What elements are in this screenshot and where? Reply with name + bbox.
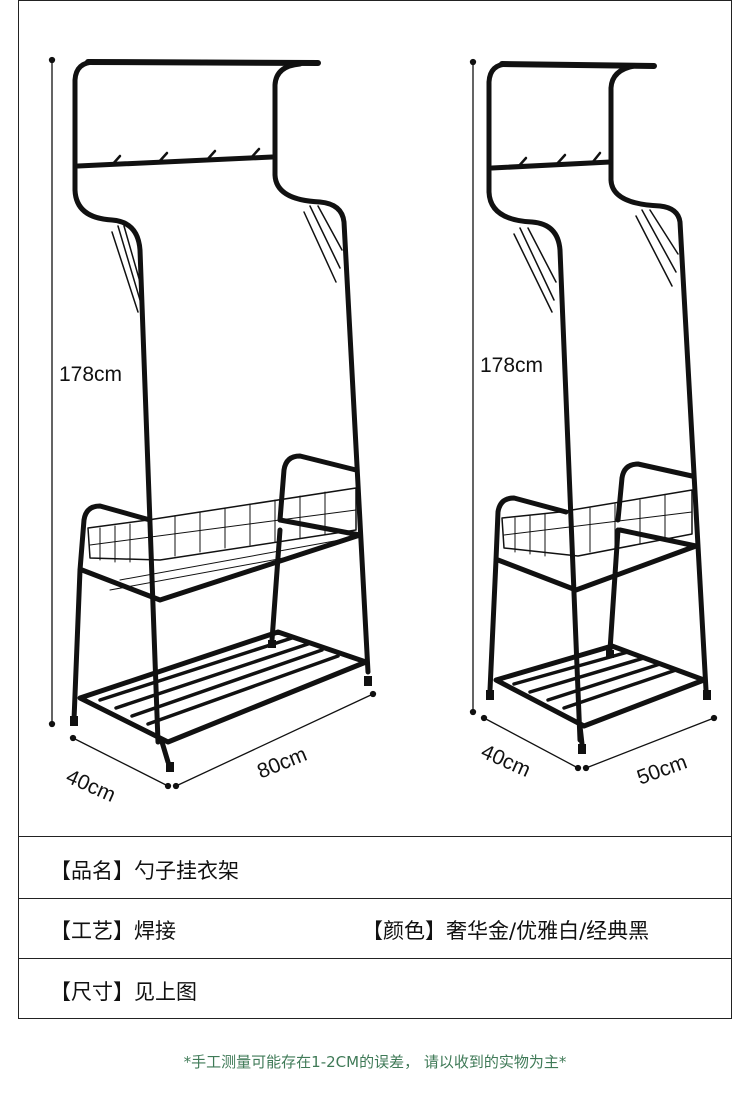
right-height-dimension-line [469,58,477,716]
right-height-label: 178cm [480,354,544,377]
table-divider-row2 [18,958,732,959]
name-value: 勺子挂衣架 [134,859,239,883]
spec-row-color: 【颜色】奢华金/优雅白/经典黑 [362,915,649,945]
spec-row-craft: 【工艺】焊接 [50,915,176,945]
table-divider-top [18,836,732,837]
right-depth-dimension-line [480,714,582,772]
craft-value: 焊接 [134,919,176,943]
name-label: 【品名】 [50,859,134,883]
right-coat-rack-illustration [469,58,718,772]
left-depth-dimension-line [69,734,172,790]
right-width-dimension-line [582,714,718,772]
product-drawing [48,56,718,790]
left-height-dimension-line [48,56,56,728]
measurement-footnote: *手工测量可能存在1-2CM的误差， 请以收到的实物为主* [183,1053,567,1071]
size-label: 【尺寸】 [50,980,134,1004]
left-width-dimension-line [172,690,377,790]
left-coat-rack-illustration [48,56,377,790]
spec-row-size: 【尺寸】见上图 [50,976,197,1006]
spec-row-name: 【品名】勺子挂衣架 [50,855,239,885]
table-divider-row1 [18,898,732,899]
color-label: 【颜色】 [362,919,446,943]
craft-label: 【工艺】 [50,919,134,943]
left-height-label: 178cm [59,363,123,386]
size-value: 见上图 [134,980,197,1004]
product-card-frame [18,0,732,1019]
color-value: 奢华金/优雅白/经典黑 [446,919,650,943]
